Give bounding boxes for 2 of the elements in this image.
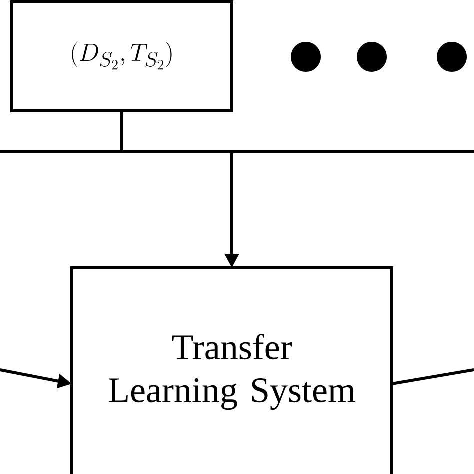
process-box: $(D_{S_2}, T_{S_2})$	[10, 0, 234, 112]
process-box: Transfer Learning System	[70, 266, 394, 474]
